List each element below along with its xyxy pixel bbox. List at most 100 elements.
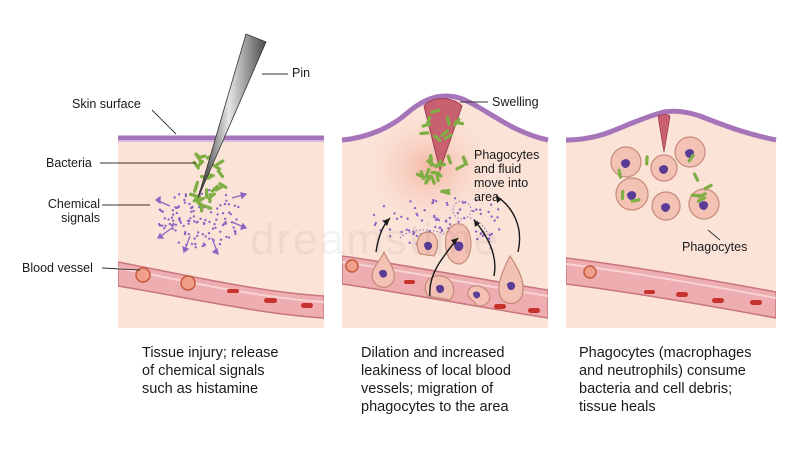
signal-dot [479,208,482,211]
signal-dot [448,216,452,220]
signal-dot [406,217,409,220]
signal-dot [171,209,174,212]
bacterium [210,184,219,193]
watermark: dreamstime [250,215,500,265]
signal-dot [232,226,235,229]
signal-dot [191,205,194,209]
signal-dot [201,233,204,236]
bacterium [697,192,707,199]
bacterium [196,160,205,169]
signal-dot [218,242,222,246]
phagocyte-nuclei-2 [379,241,516,299]
signal-dot [490,215,493,218]
signal-dot [213,223,216,226]
panel-2-dilation [341,93,549,328]
blood-vessel-3 [566,257,776,319]
signal-dot [158,208,162,211]
fluid-outline [399,200,491,251]
signal-dot [174,223,178,226]
signal-dot [431,202,434,205]
signal-dot [420,219,424,222]
caption-2-line4: phagocytes to the area [361,399,509,415]
signal-dot [435,200,438,203]
bacterium [433,134,442,142]
phagocyte-nucleus [627,191,637,200]
signal-dot [395,217,399,220]
signal-arrows [154,192,248,256]
signal-dot [170,216,174,219]
signal-dot [190,242,194,246]
signal-dot [168,222,172,226]
caption-2: Dilation and increased leakiness of loca… [361,344,511,416]
signal-dot [157,223,161,226]
signal-dot [453,197,457,200]
signal-dot [204,218,207,222]
bacterium [419,170,425,181]
signal-dot [475,208,478,211]
bacterium [461,155,468,166]
signal-dot [182,224,185,228]
bacterium [193,183,199,193]
signal-dot [192,209,195,213]
healing-wound [657,114,671,153]
phagocyte-nucleus [699,201,709,210]
signal-dot [208,220,211,224]
bacteria-2 [415,108,469,196]
signal-dot [479,212,482,216]
bacterium [215,159,225,167]
arrowheads [383,196,502,245]
label-phagocytes: Phagocytes [682,240,748,254]
bacterium [202,204,213,210]
signal-dot [200,192,204,195]
signal-dot [407,229,411,232]
signal-dot [440,229,444,233]
signal-dot [184,194,187,198]
signal-dot [219,204,222,207]
bacterium [196,154,207,160]
caption-3: Phagocytes (macrophages and neutrophils)… [579,344,752,416]
signal-dot [221,212,225,215]
phagocyte-nucleus [661,203,671,212]
signal-dot [172,213,175,216]
signal-dot [208,237,211,240]
signal-dot [372,213,376,217]
label-blood-vessel: Blood vessel [22,261,93,275]
signal-dot [448,223,452,226]
signal-dot [237,205,240,209]
bacterium [214,184,224,192]
signal-dot [188,219,191,223]
signal-dot [432,198,435,202]
signal-dot [183,232,187,236]
signal-dot [216,213,219,216]
signal-dot [184,231,187,234]
signal-dot [175,211,179,215]
caption-1-line1: Tissue injury; release [142,345,279,361]
phagocyte-nucleus [659,165,669,174]
red-blood-cells-3 [583,265,762,305]
skin-surface-healing [565,108,777,143]
signal-dot [216,207,219,210]
red-blood-cells-2 [345,259,540,313]
signal-dot [234,232,237,236]
bacterium [430,175,436,185]
signal-dot [457,220,460,223]
signal-dot [196,234,199,238]
signal-dot [215,218,218,221]
signal-dot [413,206,417,210]
signal-dot [227,236,231,239]
bacterium [703,183,713,191]
signal-dot [183,198,186,202]
signal-dot [194,246,197,249]
bacterium [617,168,623,179]
bacterium [630,198,641,203]
signal-dot [388,228,392,231]
signal-dot [214,226,217,229]
signal-dot [409,200,412,203]
signal-dot [433,216,436,219]
signal-dot [172,222,175,226]
signal-dot [173,196,176,199]
signal-dot [171,224,174,228]
swelling-area [364,110,496,226]
caption-1-line2: of chemical signals [142,363,265,379]
